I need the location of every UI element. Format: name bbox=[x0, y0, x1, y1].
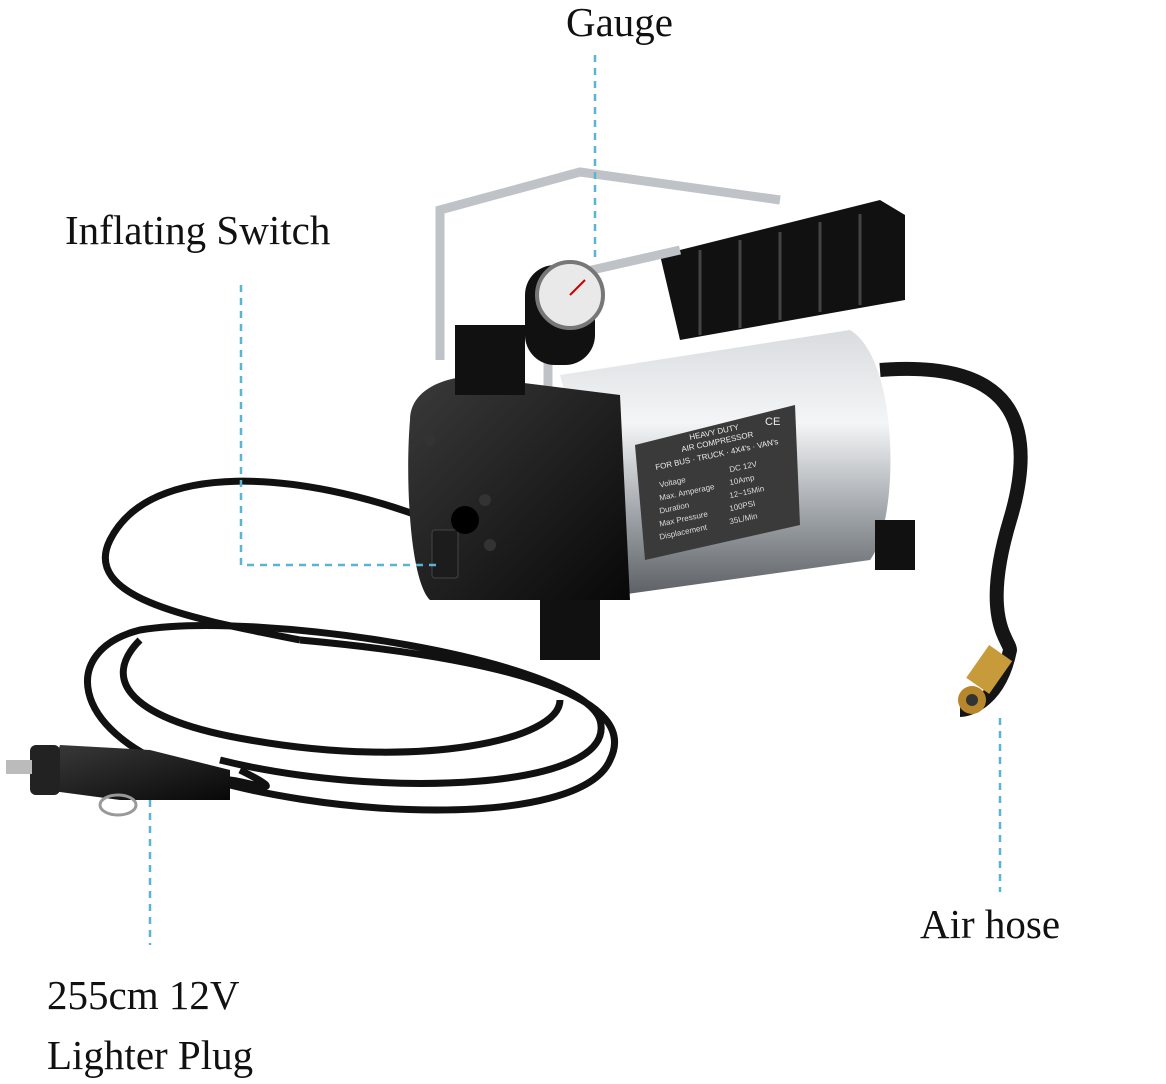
plug-label-line2: Lighter Plug bbox=[47, 1032, 254, 1078]
inflating-switch-label: Inflating Switch bbox=[65, 207, 331, 253]
cooling-head bbox=[660, 200, 905, 340]
power-cord bbox=[84, 477, 619, 814]
air-hose-label: Air hose bbox=[920, 901, 1061, 947]
gauge-label: Gauge bbox=[566, 0, 674, 45]
hose-connector bbox=[958, 645, 1013, 714]
spec-plate: HEAVY DUTY AIR COMPRESSOR FOR BUS · TRUC… bbox=[635, 405, 800, 560]
switch-callout-line bbox=[239, 285, 440, 567]
plug-label-line1: 255cm 12V bbox=[47, 972, 240, 1018]
inflating-switch bbox=[431, 529, 459, 579]
ce-mark: CE bbox=[765, 416, 780, 428]
gauge-icon bbox=[525, 260, 605, 365]
lighter-plug bbox=[6, 745, 230, 817]
air-hose bbox=[879, 361, 1028, 717]
motor-housing bbox=[408, 376, 630, 600]
callout-lines bbox=[148, 55, 1002, 945]
